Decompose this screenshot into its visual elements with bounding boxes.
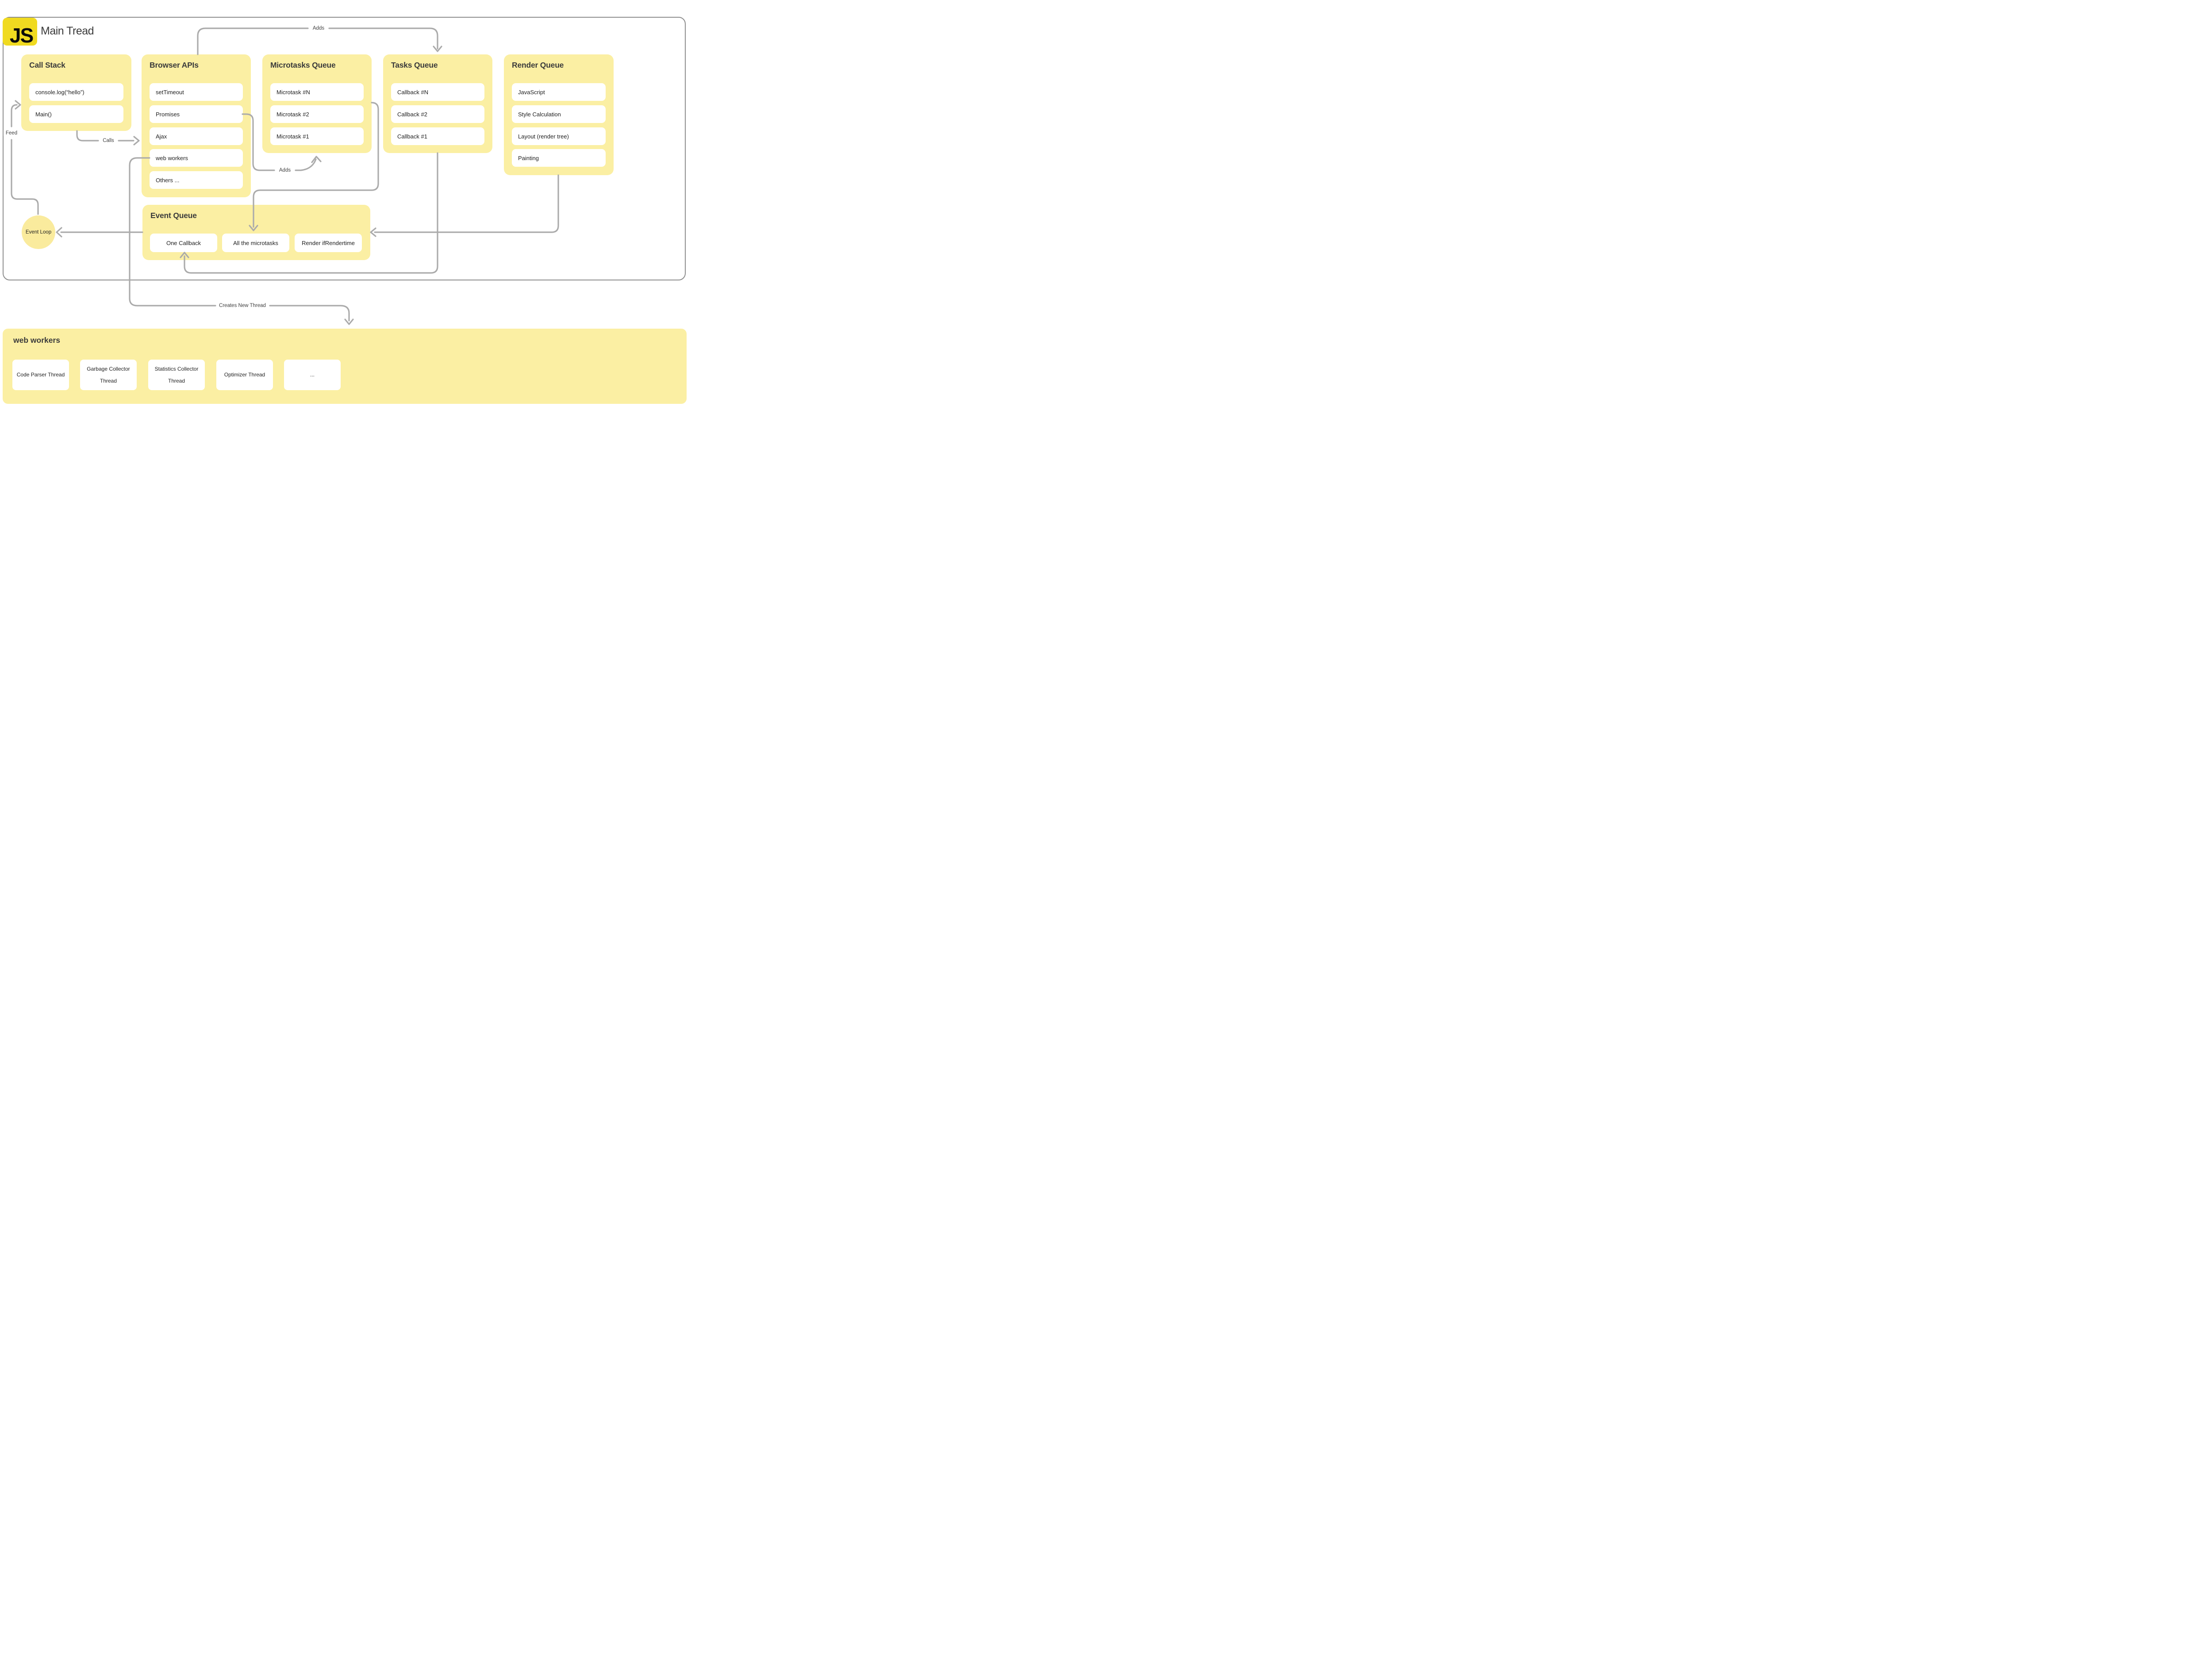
event-loop-label: Event Loop xyxy=(25,230,52,235)
task-item: Callback #1 xyxy=(391,127,484,145)
label-creates-new-thread: Creates New Thread xyxy=(217,303,268,309)
js-logo-icon: JS xyxy=(3,18,37,46)
render-step-item: Style Calculation xyxy=(512,105,606,123)
microtask-item: Microtask #N xyxy=(270,83,364,101)
microtasks-queue-box: Microtasks Queue Microtask #N Microtask … xyxy=(262,54,372,153)
render-step-item: JavaScript xyxy=(512,83,606,101)
browser-api-item: web workers xyxy=(150,149,243,167)
call-stack-item: Main() xyxy=(29,105,123,123)
label-adds-top: Adds xyxy=(310,25,327,31)
microtask-item: Microtask #1 xyxy=(270,127,364,145)
call-stack-item: console.log(“hello”) xyxy=(29,83,123,101)
event-queue-title: Event Queue xyxy=(150,211,197,220)
call-stack-box: Call Stack console.log(“hello”) Main() xyxy=(21,54,131,131)
event-queue-item: All the microtasks xyxy=(222,234,289,252)
page-title: Main Tread xyxy=(41,25,94,37)
browser-apis-title: Browser APIs xyxy=(150,61,199,69)
worker-thread-card: Code Parser Thread xyxy=(12,360,69,390)
web-workers-title: web workers xyxy=(13,336,61,345)
tasks-queue-box: Tasks Queue Callback #N Callback #2 Call… xyxy=(383,54,492,153)
arrow-creates-new-thread xyxy=(269,305,350,322)
worker-thread-card: ... xyxy=(284,360,341,390)
browser-apis-box: Browser APIs setTimeout Promises Ajax we… xyxy=(142,54,251,197)
event-queue-box: Event Queue One Callback All the microta… xyxy=(142,205,370,260)
label-adds-microtasks: Adds xyxy=(276,167,293,173)
label-calls: Calls xyxy=(100,138,116,144)
web-workers-band: web workers Code Parser Thread Garbage C… xyxy=(3,329,687,404)
arrowhead-down-icon xyxy=(344,318,354,325)
event-queue-item: Render ifRendertime xyxy=(295,234,362,252)
render-step-item: Layout (render tree) xyxy=(512,127,606,145)
task-item: Callback #N xyxy=(391,83,484,101)
worker-thread-card: Optimizer Thread xyxy=(216,360,273,390)
event-loop-circle: Event Loop xyxy=(22,215,55,249)
js-logo-text: JS xyxy=(9,23,34,47)
event-queue-item: One Callback xyxy=(150,234,217,252)
microtask-item: Microtask #2 xyxy=(270,105,364,123)
call-stack-title: Call Stack xyxy=(29,61,65,69)
worker-thread-card: Statistics Collector Thread xyxy=(148,360,205,390)
browser-api-item: Ajax xyxy=(150,127,243,145)
task-item: Callback #2 xyxy=(391,105,484,123)
tasks-queue-title: Tasks Queue xyxy=(391,61,438,69)
render-queue-title: Render Queue xyxy=(512,61,564,69)
browser-api-item: setTimeout xyxy=(150,83,243,101)
label-feed: Feed xyxy=(3,130,20,136)
diagram-canvas: JS Main Tread Call Stack console.log(“he… xyxy=(0,0,689,418)
browser-api-item: Others ... xyxy=(150,171,243,189)
render-step-item: Painting xyxy=(512,149,606,167)
browser-api-item: Promises xyxy=(150,105,243,123)
microtasks-queue-title: Microtasks Queue xyxy=(270,61,336,69)
render-queue-box: Render Queue JavaScript Style Calculatio… xyxy=(504,54,614,175)
worker-thread-card: Garbage Collector Thread xyxy=(80,360,137,390)
